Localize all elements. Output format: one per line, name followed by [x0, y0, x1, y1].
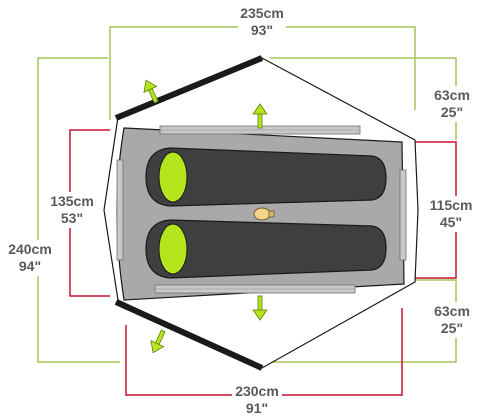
dimension-labels: 235cm 93" 240cm 94" 135cm 53" 63cm 25" 1…	[4, 4, 478, 416]
door-arrow-icon	[150, 329, 166, 354]
door-arrow-icon	[143, 79, 159, 104]
bottom-width-cm: 230cm	[235, 383, 279, 399]
door-arrow-icon	[252, 103, 268, 129]
left-total-cm: 240cm	[8, 241, 52, 257]
right-inner-cm: 115cm	[430, 197, 473, 213]
sleeping-bag-icon	[145, 147, 387, 207]
mesh-pocket-icon	[116, 159, 124, 261]
sleeping-bag-icon	[145, 219, 387, 279]
left-inner-in: 53"	[61, 210, 83, 226]
right-inner-in: 45"	[440, 214, 462, 230]
head-oval	[158, 223, 188, 275]
left-total-in: 94"	[19, 258, 41, 274]
mesh-pockets	[116, 125, 407, 294]
door-arrow-icon	[252, 295, 268, 321]
right-top-vestibule-in: 25"	[441, 104, 463, 120]
door-edge-bottom	[114, 299, 264, 371]
mesh-pocket-icon	[399, 169, 407, 261]
right-top-vestibule-cm: 63cm	[434, 87, 470, 103]
top-width-in: 93"	[251, 22, 273, 38]
total-depth-bracket	[37, 57, 120, 363]
right-bottom-vestibule-in: 25"	[441, 320, 463, 336]
door-arrows	[143, 79, 268, 354]
head-oval	[158, 151, 188, 203]
left-inner-cm: 135cm	[50, 193, 94, 209]
right-bottom-vestibule-cm: 63cm	[434, 303, 470, 319]
lamp-icon	[253, 207, 275, 221]
door-edge-top	[114, 55, 264, 121]
bottom-width-in: 91"	[246, 400, 268, 416]
sleeping-bags	[145, 147, 387, 279]
top-width-cm: 235cm	[240, 5, 284, 21]
